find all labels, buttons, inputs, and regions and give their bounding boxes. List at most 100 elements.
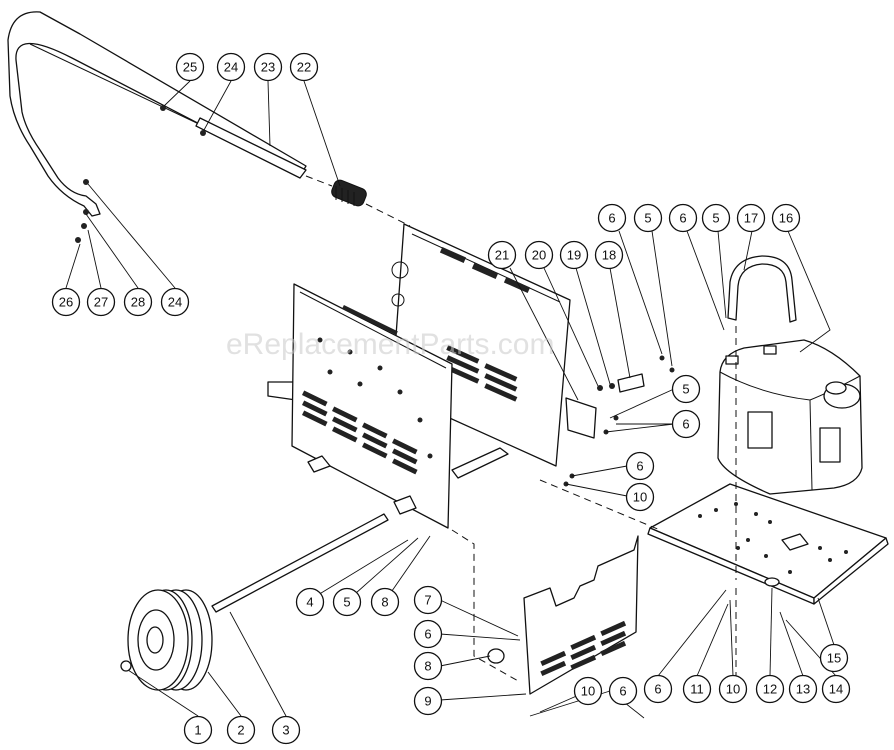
callout-label: 24 (168, 295, 182, 310)
callout-5a: 5 (633, 203, 663, 233)
callout-9: 9 (413, 686, 443, 716)
callout-label: 4 (306, 595, 313, 610)
callout-label: 25 (183, 60, 197, 75)
callout-label: 6 (608, 211, 615, 226)
handle-grip (331, 179, 367, 207)
callout-10b: 10 (573, 676, 603, 706)
callout-label: 19 (567, 248, 581, 263)
tank-strap (727, 255, 797, 323)
callout-19: 19 (559, 240, 589, 270)
callout-label: 12 (763, 682, 777, 697)
callout-label: 20 (532, 248, 546, 263)
callout-label: 24 (224, 60, 238, 75)
callout-label: 6 (682, 417, 689, 432)
handle-bar (7, 11, 307, 217)
callout-label: 22 (297, 60, 311, 75)
callout-5c: 5 (671, 374, 701, 404)
callout-label: 6 (619, 684, 626, 699)
callout-6g: 6 (643, 674, 673, 704)
callout-label: 9 (424, 694, 431, 709)
callout-label: 3 (282, 723, 289, 738)
callout-label: 13 (796, 682, 810, 697)
callout-3: 3 (271, 715, 301, 745)
base-plate (647, 483, 889, 605)
callout-1: 1 (183, 715, 213, 745)
callout-label: 5 (712, 211, 719, 226)
callout-11: 11 (682, 674, 712, 704)
callout-6e: 6 (413, 619, 443, 649)
callout-label: 6 (679, 211, 686, 226)
lower-cover-panel (487, 535, 639, 695)
handle-tube (195, 117, 307, 179)
bracket-fasteners (563, 355, 675, 487)
callout-7: 7 (413, 585, 443, 615)
wheel (120, 589, 213, 691)
mount-bracket (565, 373, 645, 439)
callout-24b: 24 (160, 287, 190, 317)
callout-17: 17 (736, 203, 766, 233)
callout-5b: 5 (701, 203, 731, 233)
callout-label: 6 (636, 459, 643, 474)
callout-label: 11 (690, 682, 704, 697)
callout-label: 16 (779, 211, 793, 226)
callout-label: 5 (644, 211, 651, 226)
callout-10c: 10 (718, 674, 748, 704)
callout-6d: 6 (625, 451, 655, 481)
callout-label: 10 (726, 682, 740, 697)
front-panel (291, 283, 453, 529)
callout-label: 27 (94, 295, 108, 310)
callout-6f: 6 (608, 676, 638, 706)
alignment-lines (451, 326, 737, 700)
handle-bolts (75, 105, 206, 243)
callout-label: 21 (495, 248, 509, 263)
frame-stubs (307, 455, 417, 515)
callout-label: 23 (261, 60, 275, 75)
callout-14: 14 (821, 674, 851, 704)
callout-label: 18 (602, 248, 616, 263)
callout-16: 16 (771, 203, 801, 233)
callout-label: 10 (581, 684, 595, 699)
callout-label: 7 (424, 593, 431, 608)
callout-8b: 8 (413, 651, 443, 681)
callout-6b: 6 (668, 203, 698, 233)
fuel-tank (717, 339, 863, 495)
callout-23: 23 (253, 52, 283, 82)
callout-15: 15 (819, 643, 849, 673)
callout-18: 18 (594, 240, 624, 270)
callout-6c: 6 (671, 409, 701, 439)
callout-label: 6 (424, 627, 431, 642)
callout-label: 28 (131, 295, 145, 310)
callout-8a: 8 (370, 587, 400, 617)
callout-26: 26 (51, 287, 81, 317)
grip-axis-line (305, 175, 411, 227)
callout-label: 17 (744, 211, 758, 226)
callout-label: 8 (424, 659, 431, 674)
callout-label: 5 (682, 382, 689, 397)
callout-2: 2 (226, 715, 256, 745)
callout-27: 27 (86, 287, 116, 317)
callout-5d: 5 (332, 587, 362, 617)
callout-label: 6 (654, 682, 661, 697)
callout-13: 13 (788, 674, 818, 704)
callout-label: 15 (827, 651, 841, 666)
callout-label: 5 (343, 595, 350, 610)
callout-label: 26 (59, 295, 73, 310)
callout-12: 12 (755, 674, 785, 704)
callout-4: 4 (295, 587, 325, 617)
callout-label: 8 (381, 595, 388, 610)
callout-6a: 6 (597, 203, 627, 233)
callout-label: 10 (633, 490, 647, 505)
callout-label: 14 (829, 682, 843, 697)
callout-21: 21 (487, 240, 517, 270)
callout-10a: 10 (625, 482, 655, 512)
callout-20: 20 (524, 240, 554, 270)
callout-label: 2 (237, 723, 244, 738)
callout-24: 24 (216, 52, 246, 82)
callout-label: 1 (194, 723, 201, 738)
watermark-text: eReplacementParts.com (226, 328, 554, 361)
callout-22: 22 (289, 52, 319, 82)
callout-28: 28 (123, 287, 153, 317)
callout-25: 25 (175, 52, 205, 82)
axle (211, 513, 389, 613)
